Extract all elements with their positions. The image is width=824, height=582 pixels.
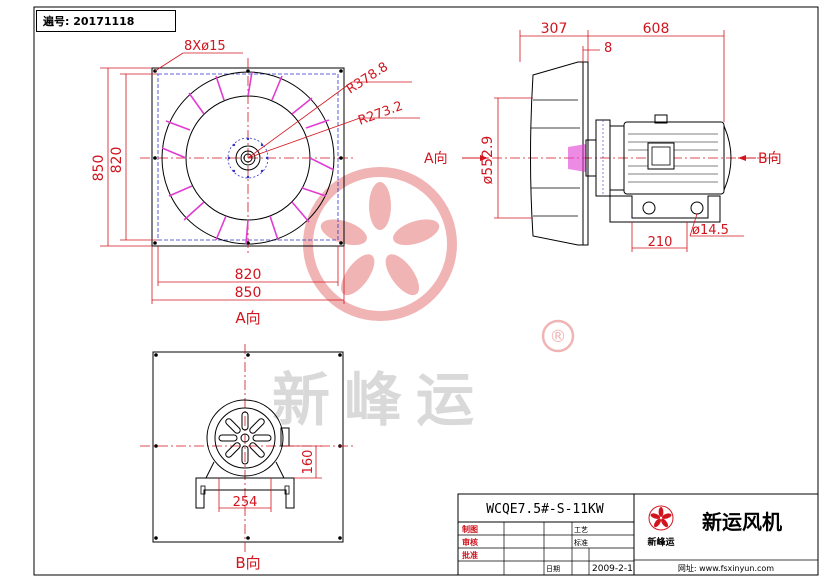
dim-diameter: ø552.9 [480,136,496,185]
radius-outer-label: R378.8 [344,60,391,98]
view-a-title: A向 [235,309,260,327]
view-a: R378.8 R273.2 8Xø15 850 820 820 850 A向 [91,39,420,327]
date: 2009-2-1 [592,564,633,574]
row-check: 审核 [462,537,478,547]
dim-254: 254 [233,495,258,510]
dim-307: 307 [541,21,568,37]
label-b-arrow: B向 [758,151,782,167]
dim-160: 160 [301,450,316,475]
drawing-frame [33,6,819,576]
drawing-number: 遍号: 20171118 [36,10,176,32]
model-number: WCQE7.5#-S-11KW [486,502,604,517]
registered-icon [541,319,575,353]
dim-850-h: 850 [235,285,262,301]
dim-850-v: 850 [91,155,107,182]
view-b: 160 254 B向 [140,344,356,572]
view-b-title: B向 [235,554,260,572]
website: 网址: www.fsxinyun.com [678,563,774,573]
svg-text:®: ® [550,327,567,347]
dim-820-h: 820 [235,267,262,283]
dim-820-v: 820 [109,147,125,174]
row-approve: 批准 [462,550,478,560]
side-view: A向 B向 [424,21,782,252]
holes-label: 8Xø15 [184,39,226,54]
dim-hole: ø14.5 [692,223,729,238]
dim-8: 8 [604,41,612,56]
col-craft: 工艺 [574,526,588,534]
row-draw: 制图 [462,524,478,534]
company-logo [648,505,674,531]
watermark: ® 新峰运 [272,167,575,434]
radius-inner-label: R273.2 [356,99,405,129]
title-block: WCQE7.5#-S-11KW 制图 审核 批准 工艺 标准 日期 2009-2… [457,493,819,576]
col-std: 标准 [574,538,588,547]
col-date: 日期 [546,565,560,573]
watermark-text: 新峰运 [272,366,488,434]
logo-text: 新峰运 [647,536,675,548]
label-a-arrow: A向 [424,151,448,167]
company-name: 新运风机 [702,510,782,534]
dim-608: 608 [643,21,670,37]
dim-210: 210 [648,235,673,250]
